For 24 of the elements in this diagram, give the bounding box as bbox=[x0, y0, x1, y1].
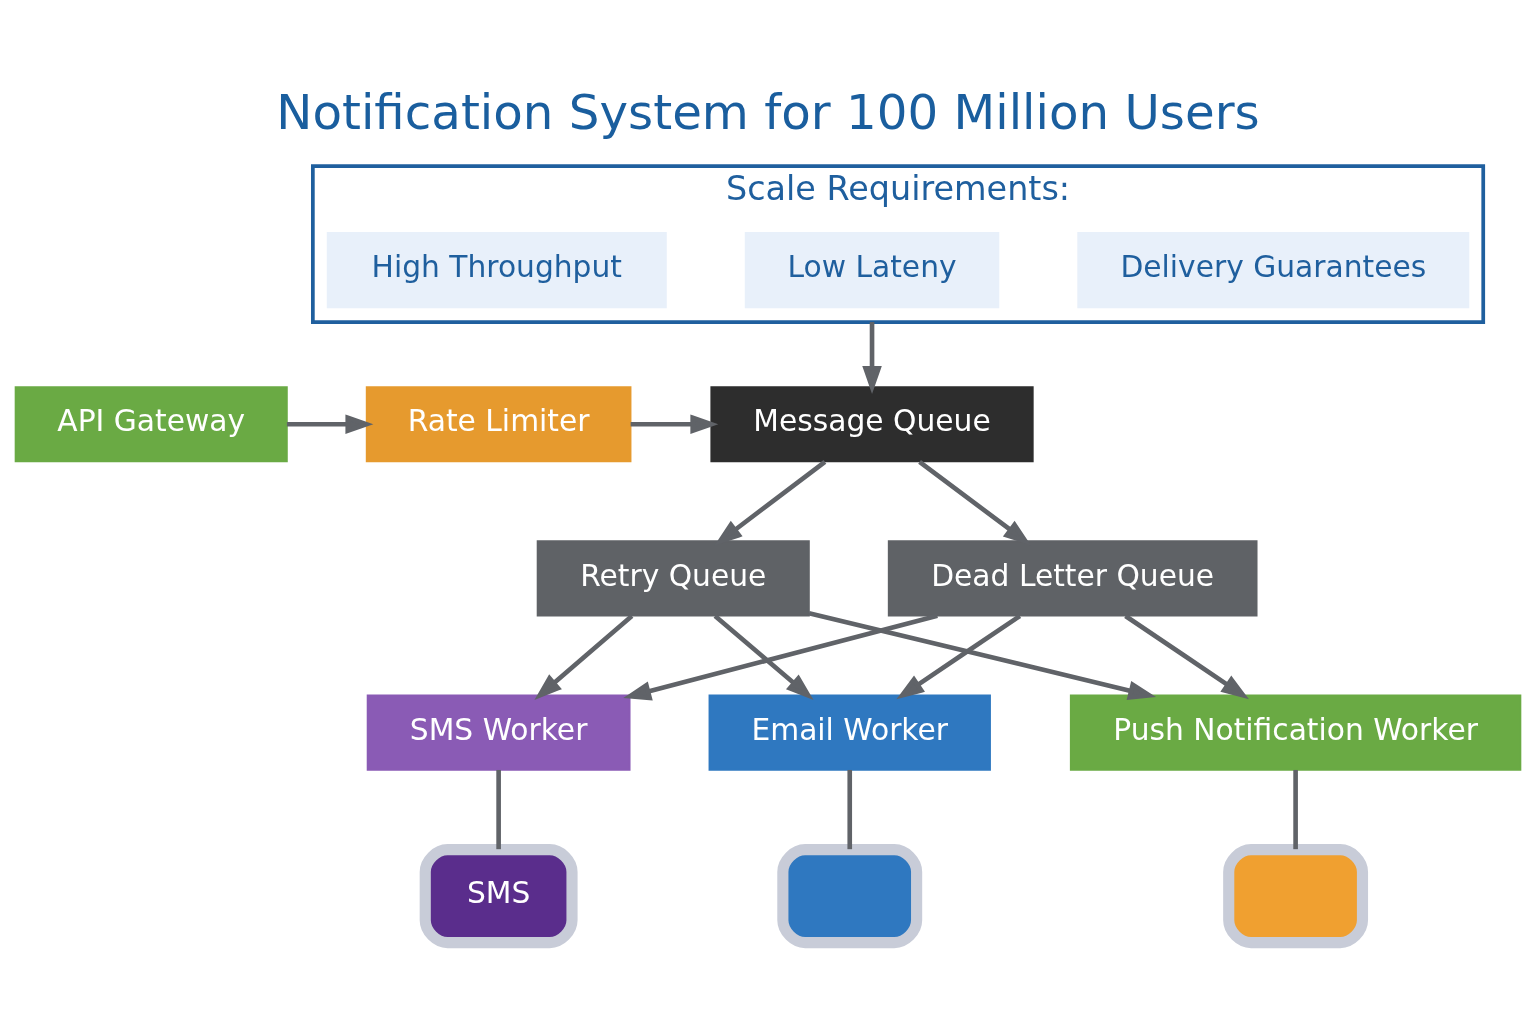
arrow bbox=[534, 613, 634, 700]
diagram-title: Notification System for 100 Million Users bbox=[276, 83, 1260, 139]
connector bbox=[1293, 769, 1298, 849]
node-box bbox=[1223, 843, 1369, 948]
node-box: Dead Letter Queue bbox=[887, 539, 1258, 617]
arrow bbox=[808, 610, 1157, 700]
connector bbox=[496, 769, 501, 849]
arrow bbox=[713, 613, 814, 700]
arrow bbox=[862, 321, 882, 394]
arrow bbox=[1124, 613, 1249, 699]
node-box: SMS bbox=[419, 843, 578, 948]
node-box: Email Worker bbox=[708, 694, 991, 771]
node-box: Message Queue bbox=[710, 385, 1034, 462]
connector bbox=[847, 769, 853, 849]
node-box: Push Notification Worker bbox=[1069, 694, 1522, 771]
arrow bbox=[286, 413, 374, 434]
arrow bbox=[896, 613, 1022, 699]
node-box: Retry Queue bbox=[536, 539, 810, 617]
node-box: SMS Worker bbox=[366, 694, 631, 771]
arrow bbox=[630, 413, 719, 434]
node-box bbox=[777, 843, 923, 948]
node-box: Rate Limiter bbox=[365, 385, 632, 462]
arrow bbox=[623, 613, 938, 700]
node-box: API Gateway bbox=[14, 385, 288, 462]
